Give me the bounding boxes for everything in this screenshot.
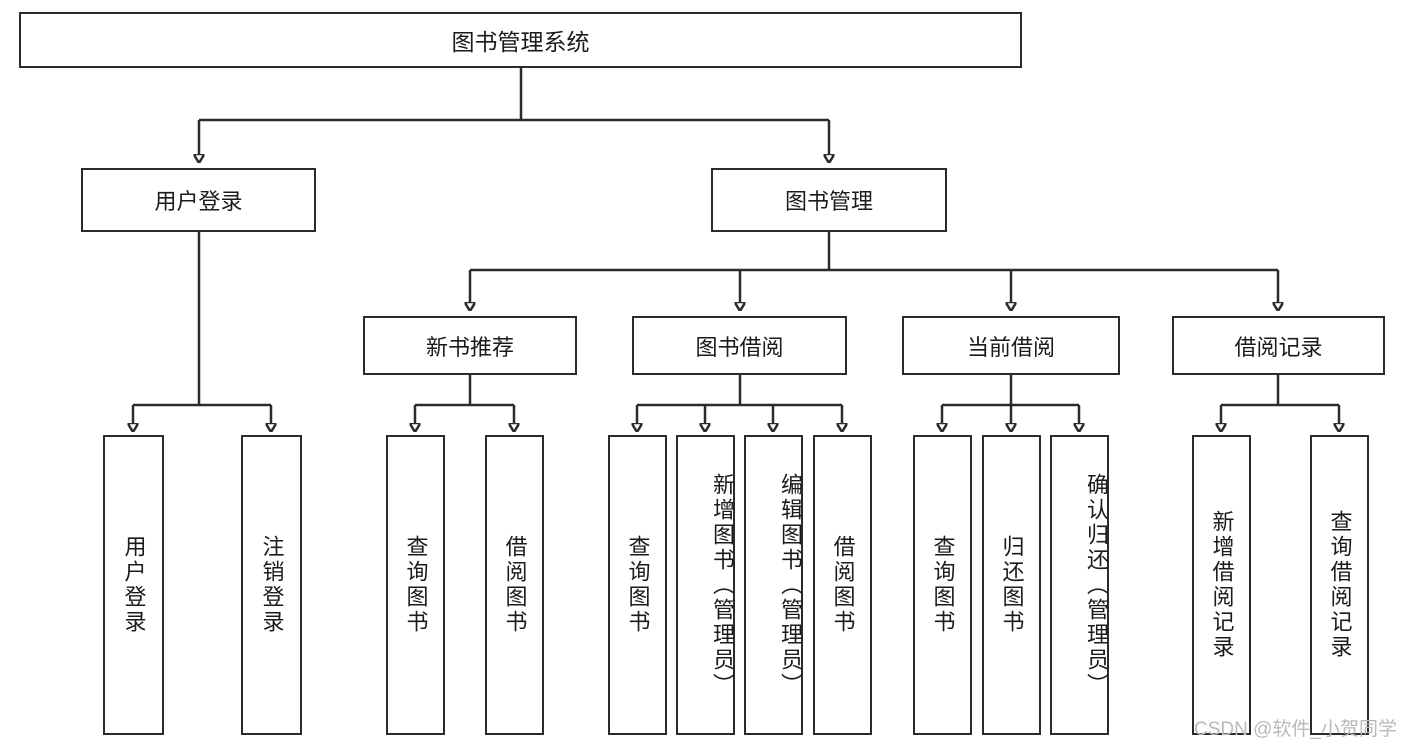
node-label: 借阅图书 (830, 535, 856, 635)
node-book-management[interactable]: 图书管理 (711, 168, 947, 232)
leaf-current-query-book[interactable]: 查询图书 (913, 435, 972, 735)
leaf-record-add-record[interactable]: 新增借阅记录 (1192, 435, 1251, 735)
node-label: 查询图书 (625, 535, 651, 635)
leaf-user-login-logout[interactable]: 注销登录 (241, 435, 302, 735)
node-borrow-record[interactable]: 借阅记录 (1172, 316, 1385, 375)
node-label: 借阅记录 (1234, 334, 1323, 360)
node-user-login[interactable]: 用户登录 (81, 168, 316, 232)
node-label: 确认归还（管理员） (1084, 472, 1109, 698)
leaf-borrow-borrow-book[interactable]: 借阅图书 (813, 435, 872, 735)
node-label: 注销登录 (259, 535, 285, 635)
node-label: 新书推荐 (425, 334, 514, 360)
node-label: 图书管理 (784, 189, 873, 214)
leaf-borrow-add-book-admin[interactable]: 新增图书（管理员） (676, 435, 735, 735)
node-label: 查询图书 (403, 535, 429, 635)
node-current-borrow[interactable]: 当前借阅 (902, 316, 1120, 375)
node-label: 新增图书（管理员） (710, 472, 735, 698)
node-label: 图书借阅 (695, 334, 784, 360)
node-label: 查询借阅记录 (1327, 510, 1353, 660)
node-label: 用户登录 (154, 189, 243, 214)
node-label: 借阅图书 (502, 535, 528, 635)
node-label: 用户登录 (121, 535, 147, 635)
csdn-watermark: CSDN @软件_小贺同学 (1194, 719, 1397, 740)
leaf-new-book-borrow[interactable]: 借阅图书 (485, 435, 544, 735)
node-root-system[interactable]: 图书管理系统 (19, 12, 1022, 68)
leaf-record-query-record[interactable]: 查询借阅记录 (1310, 435, 1369, 735)
node-label: 归还图书 (999, 535, 1025, 635)
leaf-borrow-query-book[interactable]: 查询图书 (608, 435, 667, 735)
leaf-borrow-edit-book-admin[interactable]: 编辑图书（管理员） (744, 435, 803, 735)
node-label: 查询图书 (930, 535, 956, 635)
node-label: 图书管理系统 (451, 29, 590, 55)
node-label: 编辑图书（管理员） (778, 472, 803, 698)
leaf-new-book-query[interactable]: 查询图书 (386, 435, 445, 735)
node-label: 当前借阅 (966, 334, 1055, 360)
node-label: 新增借阅记录 (1209, 510, 1235, 660)
node-new-book-recommend[interactable]: 新书推荐 (363, 316, 577, 375)
leaf-current-confirm-return-admin[interactable]: 确认归还（管理员） (1050, 435, 1109, 735)
leaf-current-return-book[interactable]: 归还图书 (982, 435, 1041, 735)
leaf-user-login-login[interactable]: 用户登录 (103, 435, 164, 735)
node-book-borrow[interactable]: 图书借阅 (632, 316, 847, 375)
